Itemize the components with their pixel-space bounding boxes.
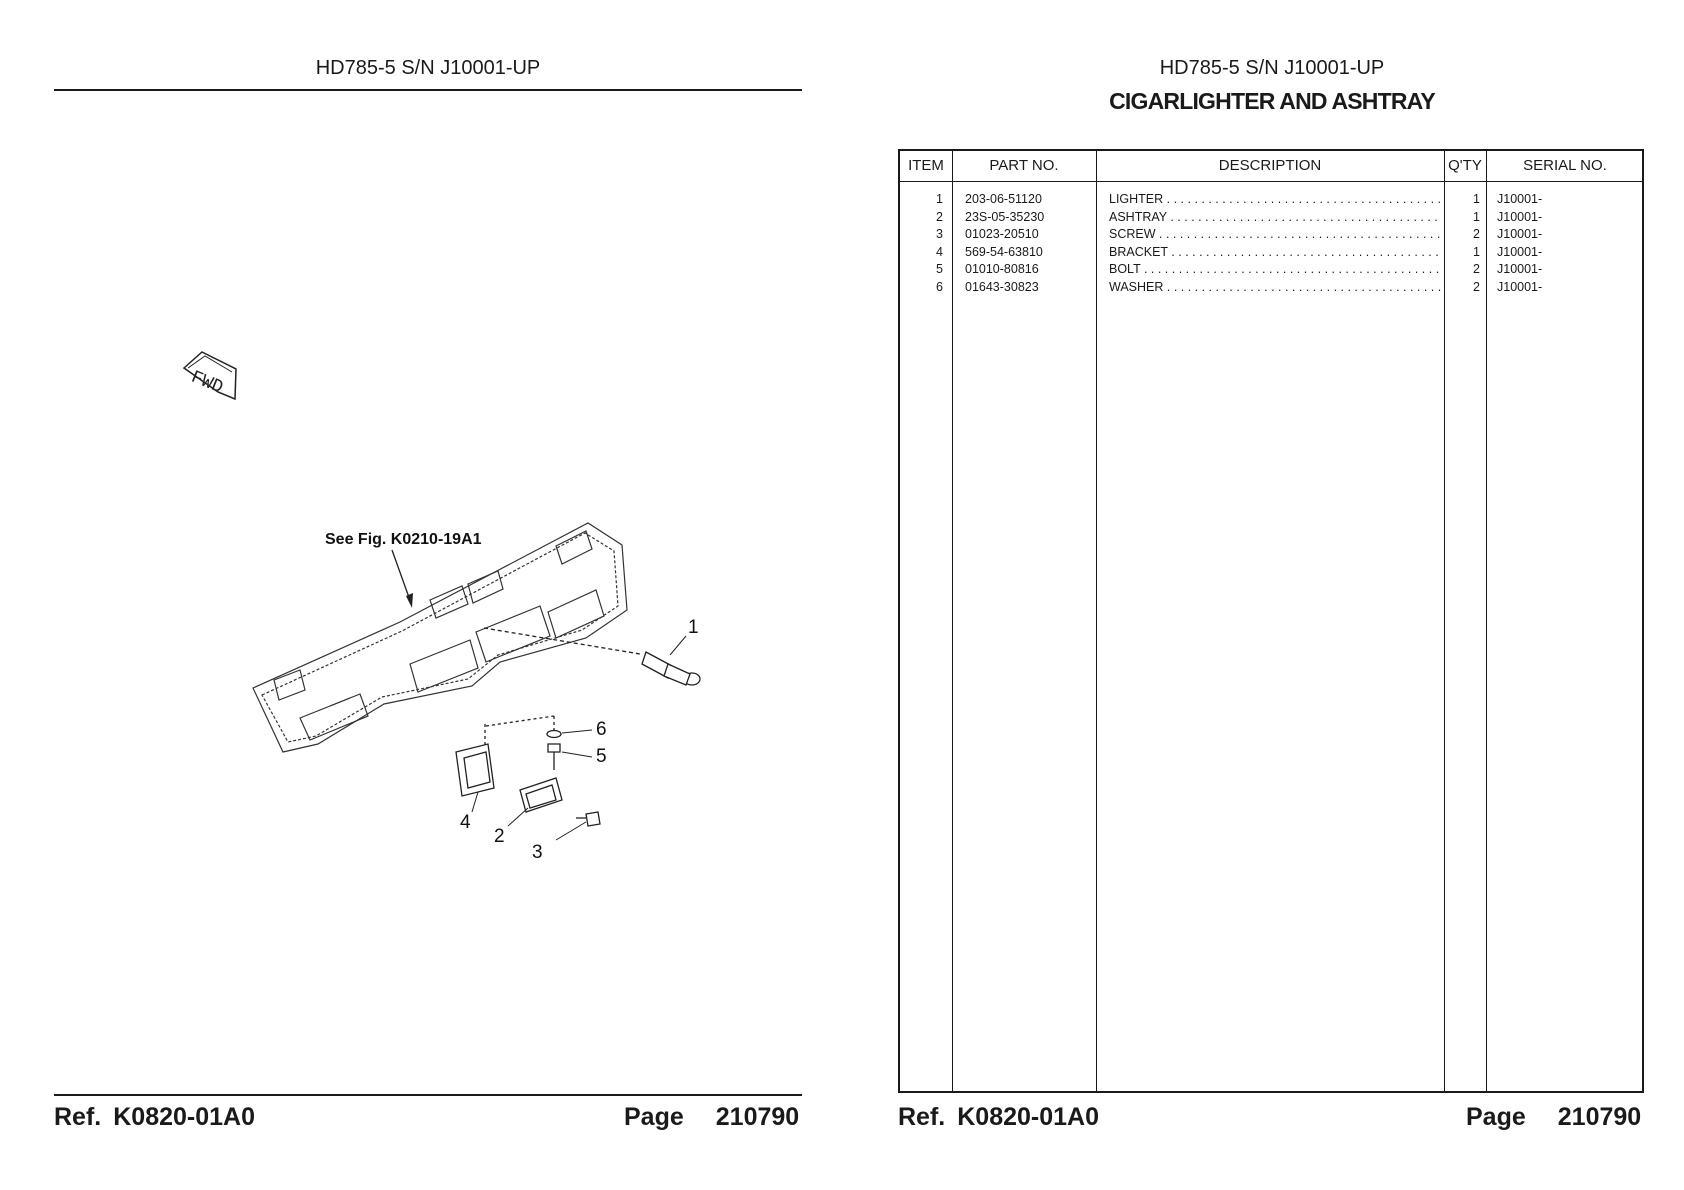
part-number: 01010-80816 [965, 262, 1039, 277]
right-footer-page: Page 210790 [1466, 1103, 1641, 1132]
serial-number: J10001- [1497, 227, 1543, 242]
fwd-arrow-icon: FWD [182, 351, 237, 401]
lighter-part [483, 627, 701, 686]
ref-value: K0820-01A0 [957, 1103, 1099, 1131]
part-number: 203-06-51120 [965, 192, 1042, 206]
table-row: 5 01010-80816 BOLT 2 J10001- [900, 261, 1642, 279]
bolt-washer-parts [485, 715, 562, 770]
part-number: 01023-20510 [965, 227, 1039, 242]
item-number: 2 [936, 209, 943, 224]
left-header-rule [54, 89, 802, 91]
part-quantity: 1 [1473, 244, 1480, 259]
callout-2: 2 [494, 826, 505, 847]
callout-2-leader [507, 807, 529, 827]
col-header-description: DESCRIPTION [1218, 157, 1322, 174]
dashboard-panel [252, 522, 628, 753]
page-title: CIGARLIGHTER AND ASHTRAY [1109, 88, 1436, 114]
left-footer-page: Page 210790 [624, 1103, 799, 1132]
col-header-serial-no: SERIAL NO. [1523, 157, 1607, 174]
callout-5: 5 [596, 746, 607, 767]
page-value: 210790 [715, 1103, 800, 1131]
page-label: Page [1466, 1103, 1526, 1131]
table-row: 6 01643-30823 WASHER 2 J10001- [900, 279, 1642, 297]
col-header-item: ITEM [908, 157, 944, 174]
callout-6: 6 [596, 719, 607, 740]
part-quantity: 2 [1473, 279, 1480, 294]
part-description: WASHER [1109, 279, 1441, 297]
part-quantity: 1 [1473, 209, 1480, 224]
ref-value: K0820-01A0 [113, 1103, 255, 1131]
callout-1: 1 [688, 617, 699, 638]
parts-table: ITEM PART NO. DESCRIPTION Q'TY SERIAL NO… [898, 149, 1644, 1093]
page-label: Page [624, 1103, 684, 1131]
see-fig-note: See Fig. K0210-19A1 [325, 531, 482, 548]
table-row: 1 203-06-51120 LIGHTER 1 J10001- [900, 191, 1642, 209]
table-row: 3 01023-20510 SCREW 2 J10001- [900, 226, 1642, 244]
part-description: BRACKET [1109, 244, 1441, 262]
left-footer-ref: Ref. K0820-01A0 [54, 1103, 255, 1132]
callout-4-leader [471, 791, 479, 813]
serial-number: J10001- [1497, 209, 1543, 224]
col-header-qty: Q'TY [1448, 157, 1482, 174]
serial-number: J10001- [1497, 192, 1543, 206]
part-description: SCREW [1109, 226, 1441, 244]
item-number: 1 [936, 192, 943, 206]
table-row: 4 569-54-63810 BRACKET 1 J10001- [900, 244, 1642, 262]
screw-part [576, 811, 601, 827]
left-footer-rule [54, 1094, 802, 1096]
callout-6-leader [561, 729, 593, 734]
item-number: 6 [936, 279, 943, 294]
exploded-parts-diagram: FWD See Fig. K0210-19A1 1 4 2 [182, 351, 701, 863]
serial-number: J10001- [1497, 262, 1543, 277]
part-quantity: 1 [1473, 192, 1480, 206]
ref-label: Ref. [898, 1103, 946, 1131]
table-body: 1 203-06-51120 LIGHTER 1 J10001- 2 23S-0… [900, 191, 1642, 297]
callout-3-leader [555, 821, 587, 841]
part-number: 569-54-63810 [965, 244, 1043, 259]
part-quantity: 2 [1473, 262, 1480, 277]
callout-3: 3 [532, 842, 543, 863]
part-description: LIGHTER [1109, 191, 1441, 209]
left-page-header: HD785-5 S/N J10001-UP [315, 57, 541, 79]
item-number: 4 [936, 244, 943, 259]
callout-1-leader [669, 635, 687, 656]
part-description: BOLT [1109, 261, 1441, 279]
col-header-part-no: PART NO. [989, 157, 1059, 174]
serial-number: J10001- [1497, 279, 1543, 294]
part-description: ASHTRAY [1109, 209, 1441, 227]
item-number: 3 [936, 227, 943, 242]
right-page-header: HD785-5 S/N J10001-UP [1159, 57, 1385, 79]
note-arrowhead-icon [406, 593, 413, 608]
serial-number: J10001- [1497, 244, 1543, 259]
table-row: 2 23S-05-35230 ASHTRAY 1 J10001- [900, 209, 1642, 227]
page-value: 210790 [1557, 1103, 1642, 1131]
bracket-part [455, 724, 495, 797]
part-quantity: 2 [1473, 227, 1480, 242]
part-number: 23S-05-35230 [965, 209, 1045, 224]
item-number: 5 [936, 262, 943, 277]
ashtray-part [519, 777, 563, 813]
part-number: 01643-30823 [965, 279, 1039, 294]
right-footer-ref: Ref. K0820-01A0 [898, 1103, 1099, 1132]
callout-4: 4 [460, 812, 471, 833]
callout-5-leader [561, 751, 593, 758]
note-leader-line [391, 549, 412, 604]
ref-label: Ref. [54, 1103, 102, 1131]
